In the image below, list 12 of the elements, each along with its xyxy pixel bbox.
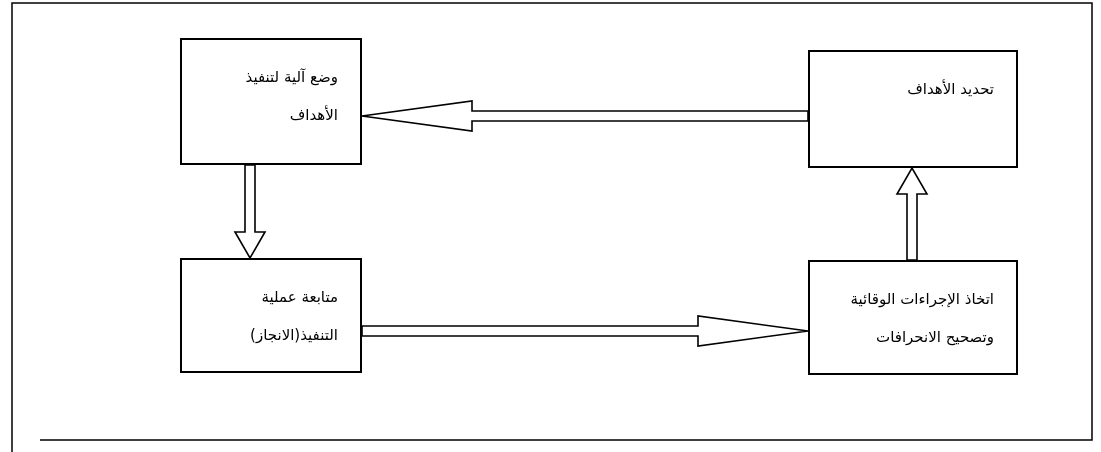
- process-box: [808, 260, 1018, 375]
- box-label: وضع آلية لتنفيذ الأهداف: [245, 68, 338, 124]
- block-arrow: [895, 166, 929, 261]
- block-arrow: [361, 100, 809, 132]
- process-box: [808, 50, 1018, 168]
- box-label: متابعة عملية التنفيذ(الانجاز): [250, 288, 338, 344]
- process-box: [180, 38, 362, 165]
- box-label: تحديد الأهداف: [907, 80, 994, 98]
- block-arrow: [233, 164, 267, 260]
- box-label: اتخاذ الإجراءات الوقائية وتصحيح الانحرافات: [850, 290, 994, 346]
- process-box: [180, 258, 362, 373]
- block-arrow: [361, 315, 809, 347]
